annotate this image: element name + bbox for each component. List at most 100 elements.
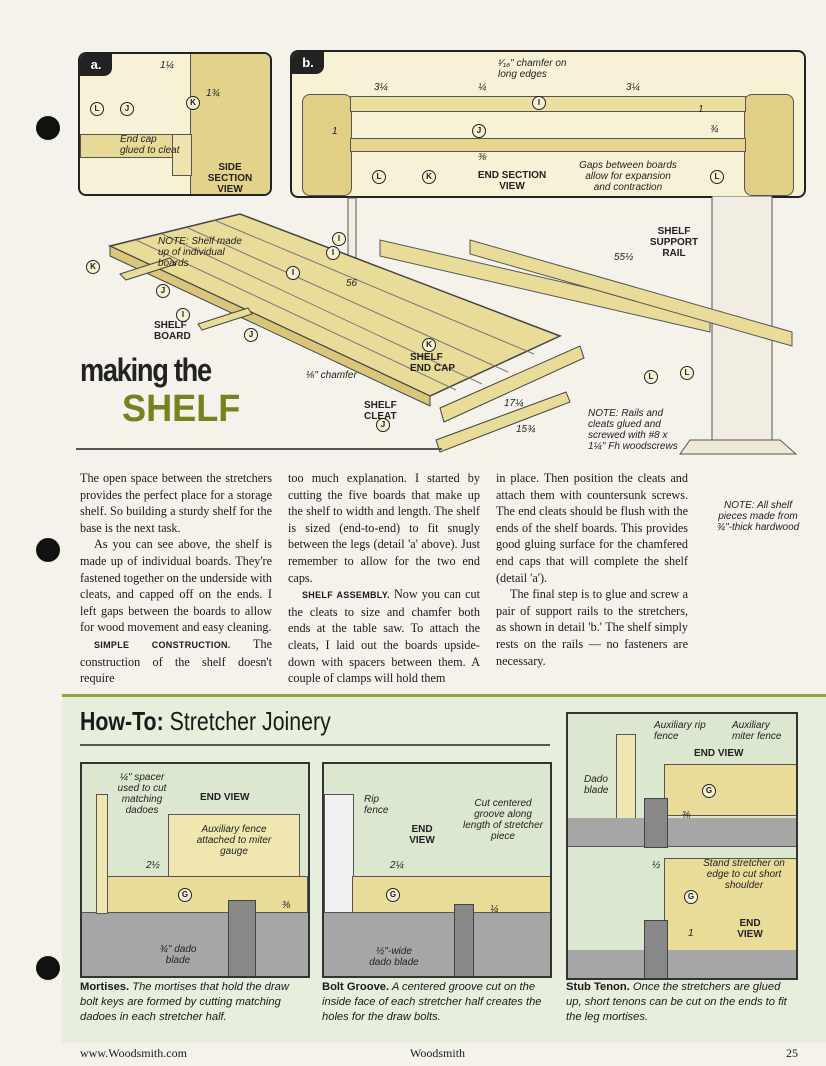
howto-title-bold: How-To:: [80, 706, 164, 736]
stretcher-right: [744, 94, 794, 196]
dim-rail: 55½: [614, 252, 634, 263]
endcap-note: End cap glued to cleat: [120, 134, 180, 156]
dim-length: 56: [346, 278, 358, 289]
blade-label: ½"-wide dado blade: [369, 946, 419, 968]
stretcher-g: [106, 876, 308, 914]
note-shelf: NOTE: Shelf made up of individual boards: [158, 236, 242, 269]
title-line-1: making the: [80, 352, 212, 388]
saw-table-top: [568, 818, 796, 846]
side-section-view-label: SIDE SECTION VIEW: [207, 162, 253, 195]
footer-url: www.Woodsmith.com: [80, 1046, 187, 1060]
stub-tenon-panel: Auxiliary rip fence Auxiliary miter fenc…: [566, 712, 798, 980]
dado-blade: [454, 904, 474, 976]
part-l-badge: L: [680, 366, 694, 380]
stand-note: Stand stretcher on edge to cut short sho…: [703, 858, 785, 891]
part-k-badge: K: [422, 338, 436, 352]
detail-a-tag: a.: [80, 54, 112, 76]
blade-label: ¾" dado blade: [159, 944, 197, 966]
run-in-head: SHELF ASSEMBLY.: [302, 590, 390, 601]
howto-title: How-To: Stretcher Joinery: [80, 706, 331, 737]
title-line-2: SHELF: [122, 388, 241, 430]
aux-miter-label: Auxiliary miter fence: [732, 720, 782, 742]
saw-table-bottom: [568, 950, 796, 978]
aux-rip-label: Auxiliary rip fence: [654, 720, 706, 742]
dim-top: 1¼: [160, 60, 174, 71]
dim-cleat-b: 15¾: [516, 424, 536, 435]
dim-2-5: 2½: [146, 860, 160, 871]
dim-side-a: 1: [698, 104, 704, 115]
dado-blade: [228, 900, 256, 976]
binder-hole: [36, 116, 60, 140]
stretcher-left: [302, 94, 352, 196]
dado-label: Dado blade: [584, 774, 609, 796]
part-g-badge: G: [702, 784, 716, 798]
end-view-label: END VIEW: [200, 792, 250, 803]
fence-note: Auxiliary fence attached to miter gauge: [196, 824, 272, 857]
article-column-1: The open space between the stretchers pr…: [80, 470, 272, 687]
dado-blade-top: [644, 798, 668, 848]
gap-note: Gaps between boards allow for expansion …: [579, 160, 677, 193]
dim-left: 3¼: [374, 82, 388, 93]
part-i-badge: I: [532, 96, 546, 110]
stretcher-g-top: [664, 764, 796, 816]
part-g-badge: G: [386, 888, 400, 902]
spacer: [96, 794, 108, 914]
mortises-caption: Mortises. The mortises that hold the dra…: [80, 981, 289, 1023]
dim-side: 1¾: [206, 88, 220, 99]
shelf-support-rail-label: SHELF SUPPORT RAIL: [649, 226, 699, 259]
part-g-badge: G: [684, 890, 698, 904]
binder-hole: [36, 956, 60, 980]
endcap-section: [172, 134, 192, 176]
part-k-badge: K: [422, 170, 436, 184]
end-section-view-label: END SECTION VIEW: [477, 170, 547, 192]
dim-1: 1: [688, 928, 694, 939]
howto-rule: [80, 744, 550, 746]
caption-title: Mortises.: [80, 981, 130, 993]
dim-2-25: 2¼: [390, 860, 404, 871]
saw-table: [324, 912, 550, 976]
spacer-note: ¼" spacer used to cut matching dadoes: [117, 772, 167, 816]
dim-3-8: ⅜: [282, 900, 291, 911]
paragraph: As you can see above, the shelf is made …: [80, 537, 272, 635]
title-rule: [76, 448, 442, 450]
fence: [168, 814, 300, 880]
tenon-upper: [568, 714, 796, 847]
caption-title: Bolt Groove.: [322, 981, 390, 993]
dim-mid: ¼: [478, 82, 487, 93]
paragraph: too much explanation. I started by cutti…: [288, 471, 480, 585]
part-l-badge: L: [710, 170, 724, 184]
part-l-badge: L: [644, 370, 658, 384]
shelf-boards: [350, 96, 746, 112]
paragraph: SIMPLE CONSTRUCTION. The construction of…: [80, 636, 272, 686]
article-column-3: in place. Then position the cleats and a…: [496, 470, 688, 669]
leg-section: [190, 54, 270, 194]
end-view-label: END VIEW: [409, 824, 435, 846]
binder-hole: [36, 538, 60, 562]
dim-cleat-a: 17¼: [504, 398, 524, 409]
dado-blade-bottom: [644, 920, 668, 978]
rip-fence: [324, 794, 354, 914]
note-pieces: NOTE: All shelf pieces made from ¾"-thic…: [716, 500, 800, 533]
article-column-2: too much explanation. I started by cutti…: [288, 470, 480, 687]
detail-b-tag: b.: [292, 52, 324, 74]
part-i-badge: I: [176, 308, 190, 322]
part-g-badge: G: [178, 888, 192, 902]
chamfer-note: ¹⁄₁₆" chamfer on long edges: [498, 58, 567, 80]
paragraph: in place. Then position the cleats and a…: [496, 471, 688, 585]
stretcher-g: [352, 876, 550, 914]
dim-1-2: ½: [652, 860, 661, 871]
run-in-head: SIMPLE CONSTRUCTION.: [94, 639, 231, 650]
dim-right: 3¼: [626, 82, 640, 93]
part-i-badge: I: [286, 266, 300, 280]
part-j-badge: J: [244, 328, 258, 342]
rip-fence-label: Rip fence: [364, 794, 389, 816]
dim-side-b: ¾: [710, 124, 719, 135]
paragraph: The final step is to glue and screw a pa…: [496, 587, 688, 668]
support-rail: [350, 138, 746, 152]
part-k-badge: K: [86, 260, 100, 274]
detail-b-figure: b. ¹⁄₁₆" chamfer on long edges 3¼ ¼ 3¼ 1…: [290, 50, 806, 198]
bolt-groove-caption: Bolt Groove. A centered groove cut on th…: [322, 981, 542, 1023]
mortises-panel: ¼" spacer used to cut matching dadoes EN…: [80, 762, 310, 978]
dim-height: 1: [332, 126, 338, 137]
shelf-cleat-label: SHELF CLEAT: [364, 400, 397, 422]
